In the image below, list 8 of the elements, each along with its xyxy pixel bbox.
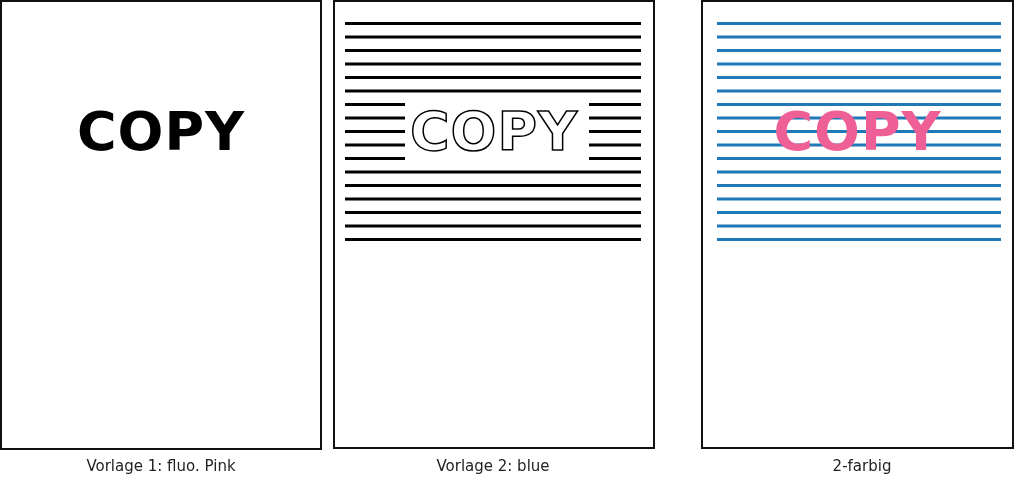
node-label: Vorlage 1: fluo. Pink [85, 457, 237, 475]
node-label: 2-farbig [831, 457, 893, 475]
copy-text: COPY [75, 100, 247, 163]
node-label: Vorlage 2: blue [435, 457, 551, 475]
paper-sheet [701, 0, 1014, 449]
paper-sheet [0, 0, 322, 450]
copy-text: COPY [408, 100, 580, 163]
paper-sheet [333, 0, 655, 449]
